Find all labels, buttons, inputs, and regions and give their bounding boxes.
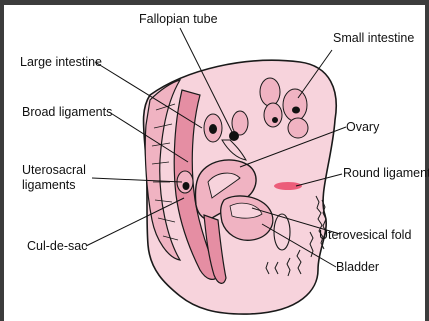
label-small-intestine: Small intestine bbox=[333, 31, 414, 45]
label-round-ligament: Round ligament bbox=[343, 166, 429, 180]
label-uterovesical-fold: Uterovesical fold bbox=[319, 228, 411, 242]
label-broad-ligaments: Broad ligaments bbox=[22, 105, 112, 119]
label-bladder: Bladder bbox=[336, 260, 379, 274]
label-cul-de-sac: Cul-de-sac bbox=[27, 239, 87, 253]
bowel-dot-1 bbox=[209, 124, 217, 134]
small-intestine-coil-2 bbox=[264, 103, 282, 127]
small-intestine-coil-4 bbox=[288, 118, 308, 138]
label-uterosacral-1: Uterosacral bbox=[22, 163, 86, 177]
small-intestine-coil-3 bbox=[283, 89, 307, 121]
small-intestine-dot-1 bbox=[292, 107, 300, 114]
label-uterosacral-2: ligaments bbox=[22, 178, 76, 192]
label-large-intestine: Large intestine bbox=[20, 55, 102, 69]
small-intestine-coil-1 bbox=[260, 78, 280, 106]
label-ovary: Ovary bbox=[346, 120, 380, 134]
label-fallopian-tube: Fallopian tube bbox=[139, 12, 218, 26]
small-intestine-dot-2 bbox=[272, 117, 278, 123]
ovary-dot bbox=[183, 182, 190, 190]
